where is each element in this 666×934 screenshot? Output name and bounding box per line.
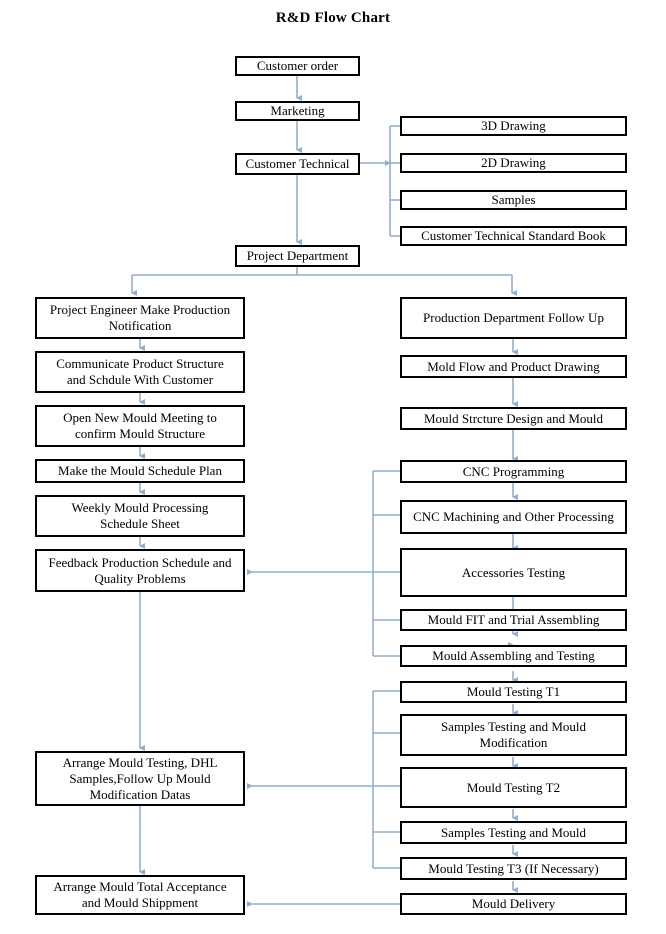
- node-mould-testing-t3[interactable]: Mould Testing T3 (If Necessary): [400, 857, 627, 880]
- page-title: R&D Flow Chart: [275, 10, 391, 26]
- node-samples-testing-modification[interactable]: Samples Testing and Mould Modification: [400, 714, 627, 756]
- node-arrange-mould-total-acceptance[interactable]: Arrange Mould Total Acceptance and Mould…: [35, 875, 245, 915]
- node-accessories-testing[interactable]: Accessories Testing: [400, 548, 627, 597]
- node-3d-drawing[interactable]: 3D Drawing: [400, 116, 627, 136]
- node-make-mould-schedule-plan[interactable]: Make the Mould Schedule Plan: [35, 459, 245, 483]
- node-label: Customer order: [256, 58, 339, 73]
- node-marketing[interactable]: Marketing: [235, 101, 360, 121]
- node-mould-fit-trial-assembling[interactable]: Mould FIT and Trial Assembling: [400, 609, 627, 631]
- node-label: Mould Assembling and Testing: [432, 648, 595, 663]
- node-label: Project Engineer Make Production Notific…: [49, 302, 231, 333]
- node-label: Make the Mould Schedule Plan: [58, 463, 222, 478]
- node-2d-drawing[interactable]: 2D Drawing: [400, 153, 627, 173]
- node-mould-testing-t1[interactable]: Mould Testing T1: [400, 681, 627, 703]
- node-samples-testing-and-mould[interactable]: Samples Testing and Mould: [400, 821, 627, 844]
- node-label: Arrange Mould Total Acceptance and Mould…: [53, 879, 227, 910]
- node-arrange-mould-testing-dhl[interactable]: Arrange Mould Testing, DHL Samples,Follo…: [35, 751, 245, 806]
- node-label: Weekly Mould Processing Schedule Sheet: [71, 500, 209, 531]
- node-production-department-follow-up[interactable]: Production Department Follow Up: [400, 297, 627, 339]
- node-label: Samples: [491, 192, 536, 207]
- node-label: Samples Testing and Mould: [440, 824, 587, 840]
- node-label: Mold Flow and Product Drawing: [427, 358, 600, 374]
- node-customer-technical[interactable]: Customer Technical: [235, 153, 360, 175]
- node-label: Customer Technical Standard Book: [421, 228, 606, 243]
- node-mould-testing-t2[interactable]: Mould Testing T2: [400, 767, 627, 808]
- node-communicate-product-structure[interactable]: Communicate Product Structure and Schdul…: [35, 351, 245, 393]
- node-label: Customer Technical: [245, 156, 350, 171]
- node-samples[interactable]: Samples: [400, 190, 627, 210]
- node-feedback-production-schedule[interactable]: Feedback Production Schedule and Quality…: [35, 549, 245, 592]
- node-project-department[interactable]: Project Department: [235, 245, 360, 267]
- node-label: Mould Delivery: [471, 896, 556, 911]
- node-mould-delivery[interactable]: Mould Delivery: [400, 893, 627, 915]
- node-mould-assembling-testing[interactable]: Mould Assembling and Testing: [400, 645, 627, 667]
- node-label: 3D Drawing: [481, 118, 546, 133]
- node-label: Arrange Mould Testing, DHL Samples,Follo…: [62, 754, 218, 802]
- node-customer-technical-standard-book[interactable]: Customer Technical Standard Book: [400, 226, 627, 246]
- node-label: CNC Programming: [462, 463, 565, 479]
- node-project-engineer-notification[interactable]: Project Engineer Make Production Notific…: [35, 297, 245, 339]
- node-label: Open New Mould Meeting to confirm Mould …: [63, 410, 217, 441]
- node-label: CNC Machining and Other Processing: [413, 509, 614, 524]
- node-label: Mould Testing T3 (If Necessary): [428, 860, 599, 876]
- node-label: Feedback Production Schedule and Quality…: [48, 554, 232, 586]
- node-open-new-mould-meeting[interactable]: Open New Mould Meeting to confirm Mould …: [35, 405, 245, 447]
- node-mould-structure-design[interactable]: Mould Strcture Design and Mould: [400, 407, 627, 430]
- node-label: 2D Drawing: [481, 155, 546, 170]
- node-weekly-mould-processing-sheet[interactable]: Weekly Mould Processing Schedule Sheet: [35, 495, 245, 537]
- node-label: Mould Strcture Design and Mould: [423, 410, 604, 426]
- node-customer-order[interactable]: Customer order: [235, 56, 360, 76]
- node-label: Project Department: [246, 248, 349, 263]
- node-label: Mould FIT and Trial Assembling: [427, 612, 600, 627]
- node-mold-flow-product-drawing[interactable]: Mold Flow and Product Drawing: [400, 355, 627, 378]
- node-cnc-programming[interactable]: CNC Programming: [400, 460, 627, 483]
- node-label: Mould Testing T2: [466, 779, 561, 795]
- node-label: Mould Testing T1: [466, 684, 561, 699]
- node-cnc-machining[interactable]: CNC Machining and Other Processing: [400, 500, 627, 534]
- node-label: Samples Testing and Mould Modification: [440, 719, 587, 750]
- node-label: Production Department Follow Up: [423, 310, 604, 325]
- node-label: Marketing: [270, 103, 325, 118]
- node-label: Communicate Product Structure and Schdul…: [56, 356, 224, 387]
- node-label: Accessories Testing: [461, 564, 566, 580]
